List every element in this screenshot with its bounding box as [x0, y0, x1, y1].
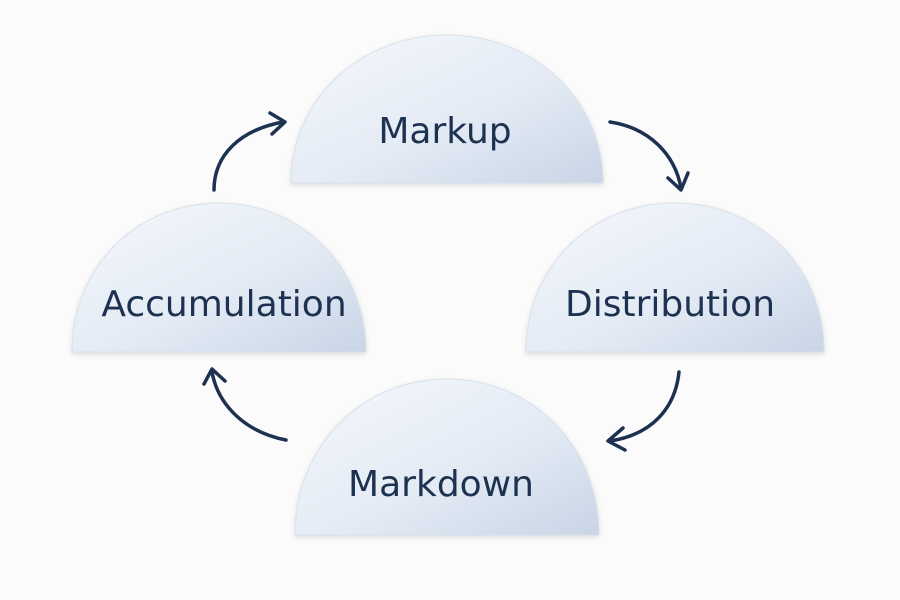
arrow-markdown-to-accumulation-curve: [210, 370, 288, 442]
arrow-accumulation-to-markup: [212, 111, 287, 192]
arrow-markdown-to-accumulation-head: [202, 367, 227, 386]
arrow-markup-to-distribution-curve: [608, 120, 683, 190]
stage-distribution-label: Distribution: [565, 284, 775, 325]
arrow-markdown-to-accumulation: [202, 367, 288, 442]
arrow-accumulation-to-markup-curve: [212, 120, 285, 192]
stage-markdown: Markdown: [294, 378, 600, 536]
stage-markdown-dome: [294, 378, 600, 536]
stage-accumulation: Accumulation: [71, 202, 367, 353]
stage-markup-label: Markup: [378, 111, 511, 152]
arrow-distribution-to-markdown-curve: [608, 370, 681, 443]
arrow-distribution-to-markdown-head: [606, 426, 627, 452]
stage-distribution-dome: [525, 202, 825, 353]
arrow-distribution-to-markdown: [606, 370, 681, 452]
stage-accumulation-label: Accumulation: [101, 284, 346, 325]
stage-markup-dome: [290, 34, 604, 184]
arrow-markup-to-distribution: [608, 120, 690, 192]
stage-markdown-label: Markdown: [348, 464, 534, 505]
arrow-accumulation-to-markup-head: [268, 111, 287, 136]
stage-accumulation-dome: [71, 202, 367, 353]
stage-distribution: Distribution: [525, 202, 825, 353]
arrow-markup-to-distribution-head: [666, 171, 690, 192]
stage-markup: Markup: [290, 34, 604, 184]
